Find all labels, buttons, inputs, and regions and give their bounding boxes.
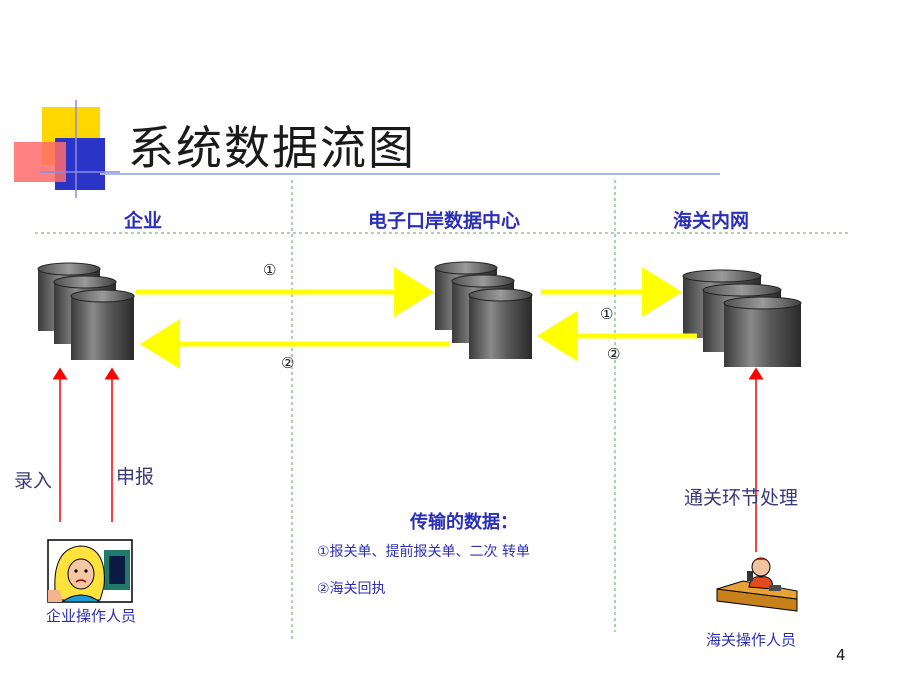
- transmitted-data-item-1: ①报关单、提前报关单、二次 转单: [317, 544, 531, 560]
- column-header-customs-intranet: 海关内网: [673, 210, 750, 232]
- transmitted-data-item-2: ②海关回执: [317, 581, 386, 597]
- customs-operator-label: 海关操作人员: [706, 631, 797, 649]
- column-header-enterprise: 企业: [124, 210, 163, 232]
- enterprise-operator-label: 企业操作人员: [46, 607, 137, 625]
- column-dividers: [35, 180, 848, 640]
- page-number: 4: [836, 646, 846, 664]
- enterprise-operator-icon: [47, 539, 133, 603]
- flow-marker-left-forward: ①: [263, 261, 277, 279]
- column-header-data-center: 电子口岸数据中心: [368, 210, 521, 232]
- label-declare: 申报: [116, 466, 155, 488]
- flow-marker-left-return: ②: [281, 354, 295, 372]
- flow-arrows: [136, 267, 697, 369]
- transmitted-data-title: 传输的数据：: [410, 512, 518, 533]
- customs-operator-icon: [716, 557, 798, 612]
- label-clearance: 通关环节处理: [684, 487, 799, 509]
- label-entry: 录入: [14, 470, 53, 492]
- flow-marker-right-forward: ①: [600, 305, 614, 323]
- operator-arrows: [52, 367, 764, 552]
- title-logo-squares: [14, 100, 120, 198]
- enterprise-database-icon: [37, 262, 135, 360]
- page-title: 系统数据流图: [128, 121, 416, 175]
- customs-database-icon: [682, 269, 802, 367]
- data-center-database-icon: [434, 261, 533, 359]
- flow-marker-right-return: ②: [607, 345, 621, 363]
